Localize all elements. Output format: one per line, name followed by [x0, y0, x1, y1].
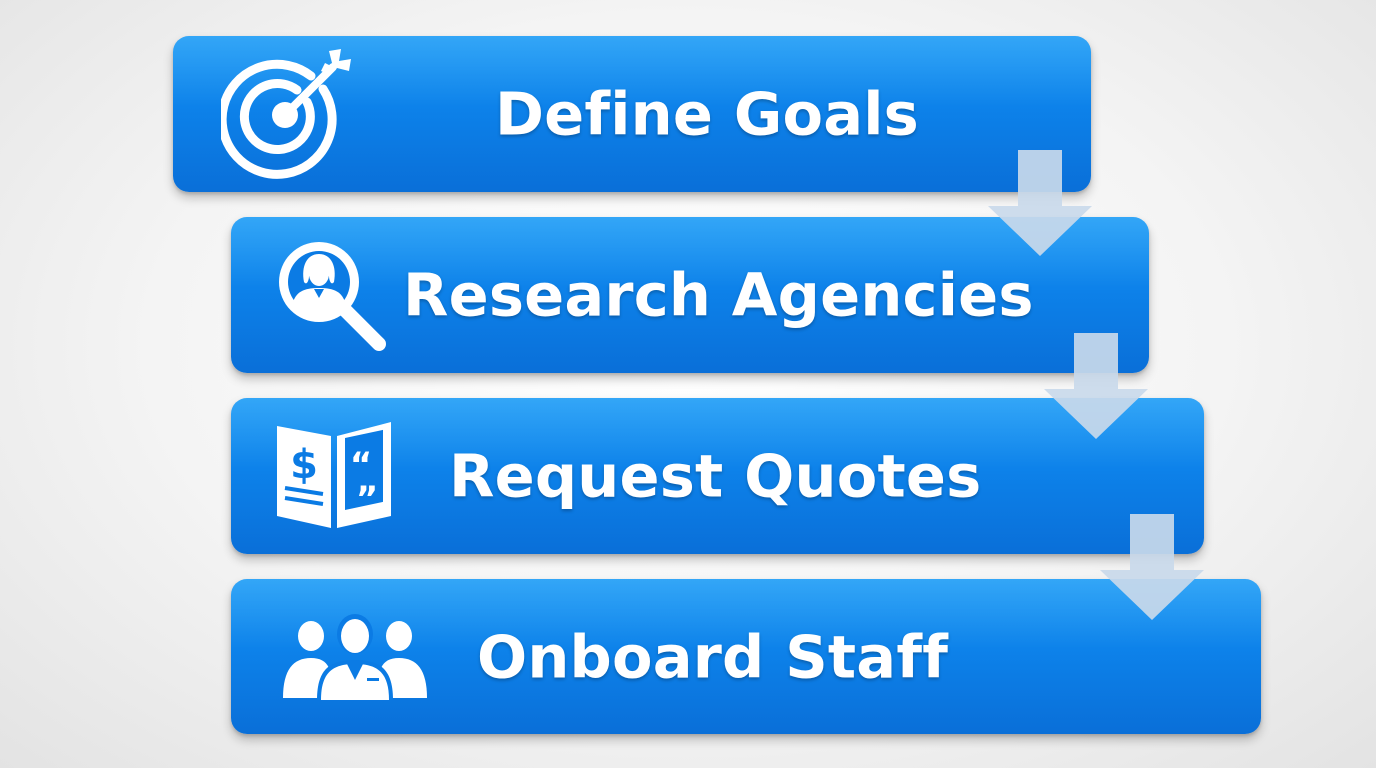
team-icon [283, 613, 427, 700]
step-onboard-staff: Onboard Staff [231, 579, 1261, 734]
step-label: Define Goals [495, 79, 919, 149]
down-arrow-icon [1044, 333, 1148, 439]
svg-text:“: “ [350, 445, 372, 485]
step-research-agencies: Research Agencies [231, 217, 1149, 373]
svg-text:$: $ [290, 442, 318, 488]
step-request-quotes: $ “ ” Request Quotes [231, 398, 1204, 554]
magnifier-person-icon [279, 242, 386, 351]
down-arrow-icon [1100, 514, 1204, 620]
step-label: Onboard Staff [477, 622, 949, 691]
step-label: Research Agencies [403, 260, 1034, 330]
quote-document-icon: $ “ ” [277, 422, 391, 528]
step-label: Request Quotes [449, 441, 982, 511]
svg-text:”: ” [356, 479, 378, 519]
down-arrow-icon [988, 150, 1092, 256]
step-define-goals: Define Goals [173, 36, 1091, 192]
target-icon [221, 49, 351, 179]
